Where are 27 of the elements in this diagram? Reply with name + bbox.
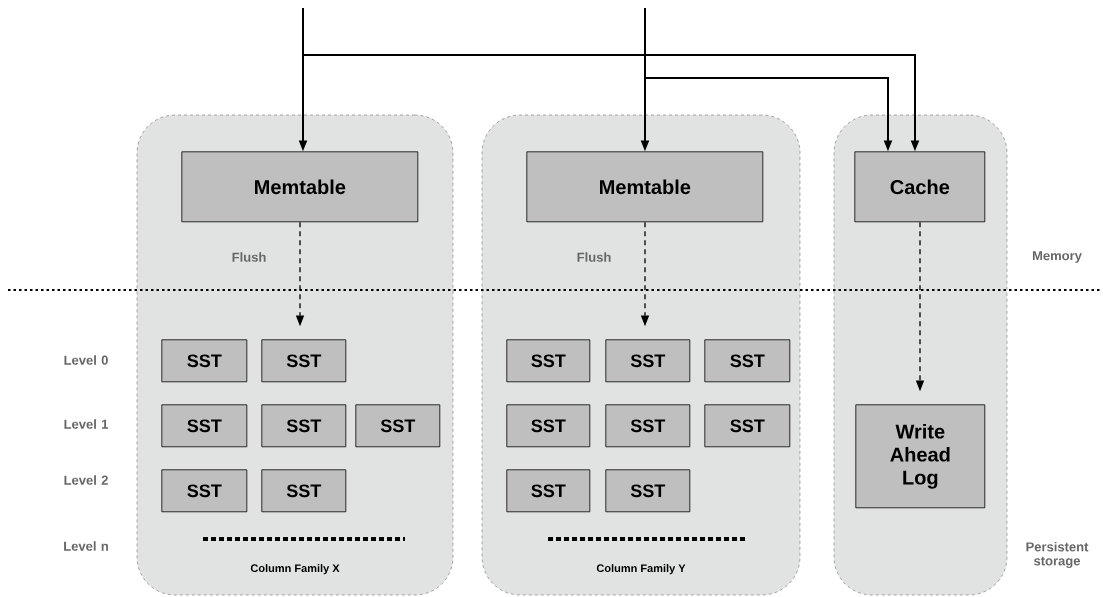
memtable-box: Memtable [526,151,764,223]
sst-box: SST [506,404,591,448]
sst-box: SST [261,404,347,448]
sst-box: SST [161,469,248,513]
sst-box: SST [605,404,691,448]
region-label: Memory [1032,251,1082,263]
cache-box: Cache [854,151,986,223]
sst-box: SST [605,469,691,513]
region-label: Persistent storage [1026,541,1089,569]
level-label: Level n [64,541,108,551]
memtable-box: Memtable [181,151,419,223]
sst-box: SST [605,339,691,383]
sst-box: SST [161,339,248,383]
sst-box: SST [506,339,591,383]
sst-box: SST [506,469,591,513]
edge-label: Flush [232,252,266,262]
sst-box: SST [355,404,441,448]
level-label: Level 2 [64,475,108,485]
sst-box: SST [704,404,791,448]
sst-box: SST [704,339,791,383]
edge-label: Flush [577,252,611,262]
sst-box: SST [161,404,248,448]
log-box: Write Ahead Log [855,404,986,509]
sst-box: SST [261,339,347,383]
level-label: Level 1 [64,419,109,429]
level-label: Level 0 [64,355,108,365]
sst-box: SST [261,469,347,513]
